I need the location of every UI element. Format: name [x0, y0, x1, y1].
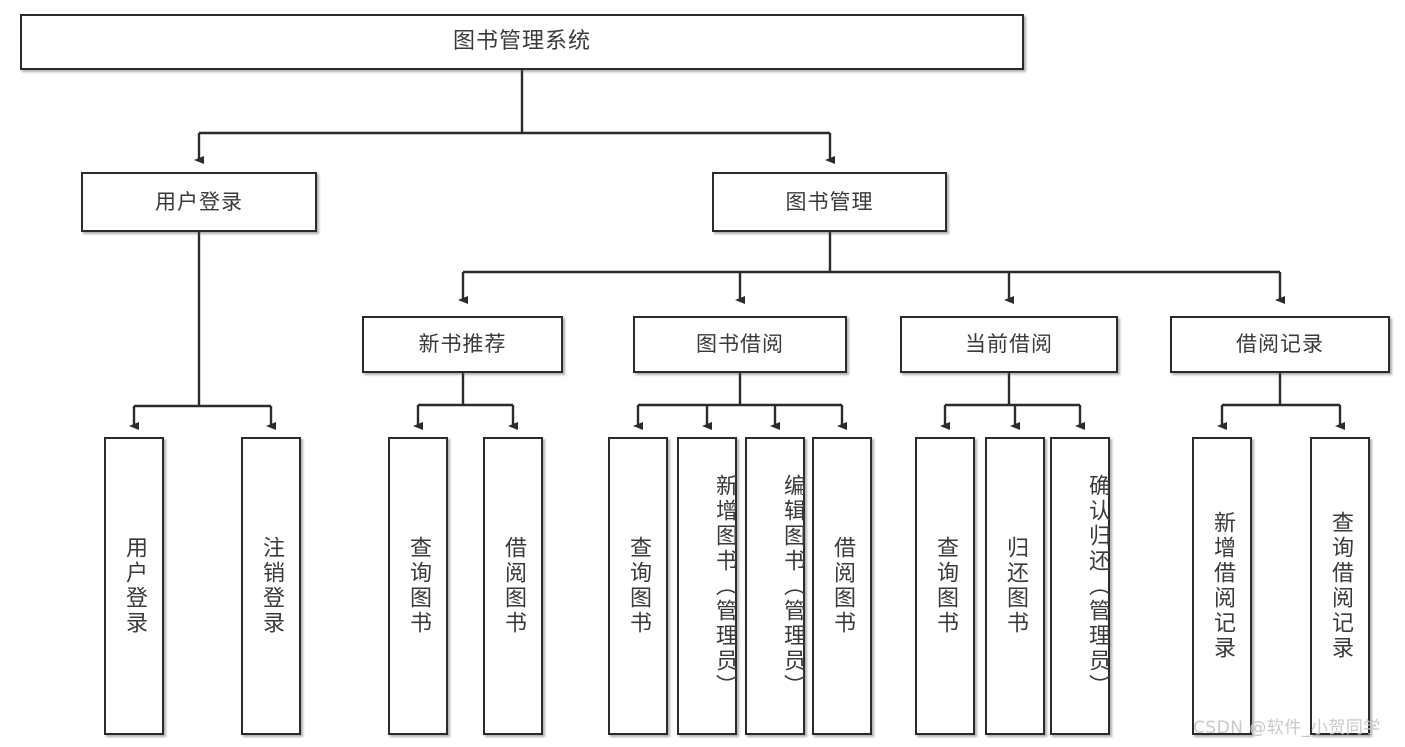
leaf-query-borrow-record[interactable]: 查询借阅记录: [1310, 437, 1370, 735]
node-label: 新书推荐: [418, 332, 507, 357]
csdn-watermark: CSDN @软件_小贺同学: [1193, 718, 1381, 738]
leaf-logout[interactable]: 注销登录: [241, 437, 301, 735]
node-label: 新增图书（管理员）: [712, 473, 737, 699]
leaf-query-book-recommend[interactable]: 查询图书: [388, 437, 448, 735]
node-label: 图书管理: [785, 189, 874, 214]
leaf-query-book-current[interactable]: 查询图书: [915, 437, 975, 735]
node-label: 当前借阅: [965, 332, 1053, 357]
node-label: 借阅图书: [830, 536, 855, 636]
node-user-login[interactable]: 用户登录: [81, 172, 317, 232]
leaf-query-book-borrow[interactable]: 查询图书: [608, 437, 668, 735]
node-root-book-management-system[interactable]: 图书管理系统: [20, 14, 1024, 70]
leaf-confirm-return-admin[interactable]: 确认归还（管理员）: [1050, 437, 1110, 735]
node-borrow-record[interactable]: 借阅记录: [1170, 316, 1390, 373]
node-label: 确认归还（管理员）: [1085, 473, 1110, 699]
leaf-user-login[interactable]: 用户登录: [104, 437, 164, 735]
node-label: 编辑图书（管理员）: [780, 473, 805, 699]
node-label: 新增借阅记录: [1210, 511, 1235, 661]
node-label: 借阅图书: [501, 536, 526, 636]
node-new-book-recommend[interactable]: 新书推荐: [362, 316, 563, 373]
leaf-return-book[interactable]: 归还图书: [985, 437, 1045, 735]
node-label: 查询借阅记录: [1328, 511, 1353, 661]
node-book-borrow[interactable]: 图书借阅: [633, 316, 847, 373]
leaf-borrow-book[interactable]: 借阅图书: [812, 437, 872, 735]
node-label: 查询图书: [406, 536, 431, 636]
node-label: 借阅记录: [1236, 332, 1324, 357]
leaf-add-book-admin[interactable]: 新增图书（管理员）: [677, 437, 737, 735]
node-label: 注销登录: [259, 536, 284, 636]
node-label: 查询图书: [933, 536, 958, 636]
leaf-add-borrow-record[interactable]: 新增借阅记录: [1192, 437, 1252, 735]
node-book-management[interactable]: 图书管理: [712, 172, 947, 232]
node-label: 用户登录: [155, 189, 243, 214]
leaf-edit-book-admin[interactable]: 编辑图书（管理员）: [745, 437, 805, 735]
node-label: 图书借阅: [696, 332, 784, 357]
node-label: 查询图书: [626, 536, 651, 636]
node-current-borrow[interactable]: 当前借阅: [900, 316, 1118, 373]
node-label: 用户登录: [122, 536, 147, 636]
leaf-borrow-book-recommend[interactable]: 借阅图书: [483, 437, 543, 735]
node-label: 归还图书: [1003, 536, 1028, 636]
node-label: 图书管理系统: [452, 29, 591, 55]
